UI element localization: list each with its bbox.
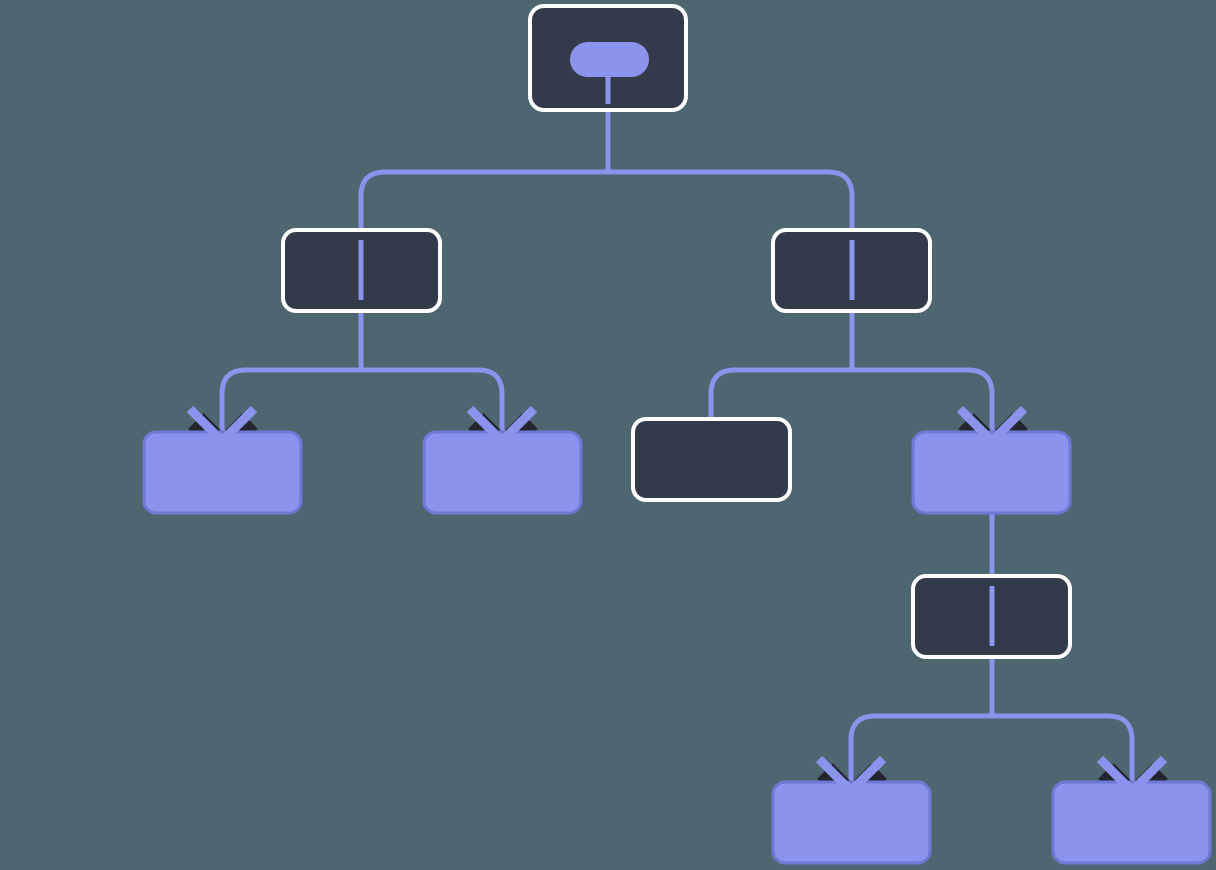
edge-l1b-to-l2c — [708, 367, 852, 419]
node-l2-c[interactable] — [631, 417, 792, 502]
node-l4-b-body[interactable] — [1051, 780, 1212, 865]
edge-l1a-to-l2b — [361, 367, 505, 434]
node-l4-a[interactable] — [771, 780, 932, 865]
arrowhead-l2b — [466, 405, 538, 448]
node-l2-a-body[interactable] — [142, 430, 303, 515]
edge-l3a-to-l4a — [848, 713, 992, 784]
node-l2-a[interactable] — [142, 430, 303, 515]
node-l2-b[interactable] — [422, 430, 583, 515]
node-l4-a-body[interactable] — [771, 780, 932, 865]
edge-l1b-to-l2d — [852, 367, 995, 434]
arrowhead-l4b — [1096, 755, 1168, 798]
arrowhead-l2d — [956, 405, 1028, 448]
edge-root-to-l1b — [608, 169, 855, 240]
node-l2-b-body[interactable] — [422, 430, 583, 515]
arrowhead-l4a — [815, 755, 887, 798]
arrowhead-layer — [186, 405, 1168, 798]
node-l2-c-body[interactable] — [631, 417, 792, 502]
root-badge-pill[interactable] — [570, 42, 649, 77]
edge-l3a-to-l4b — [992, 713, 1135, 784]
root-badge[interactable] — [570, 42, 649, 77]
node-l2-d-body[interactable] — [911, 430, 1072, 515]
edge-l1a-to-l2a — [219, 367, 361, 434]
node-l4-b[interactable] — [1051, 780, 1212, 865]
node-l2-d[interactable] — [911, 430, 1072, 515]
arrowhead-l2a — [186, 405, 258, 448]
edge-root-to-l1a — [358, 169, 608, 240]
edge-layer — [219, 70, 1135, 784]
